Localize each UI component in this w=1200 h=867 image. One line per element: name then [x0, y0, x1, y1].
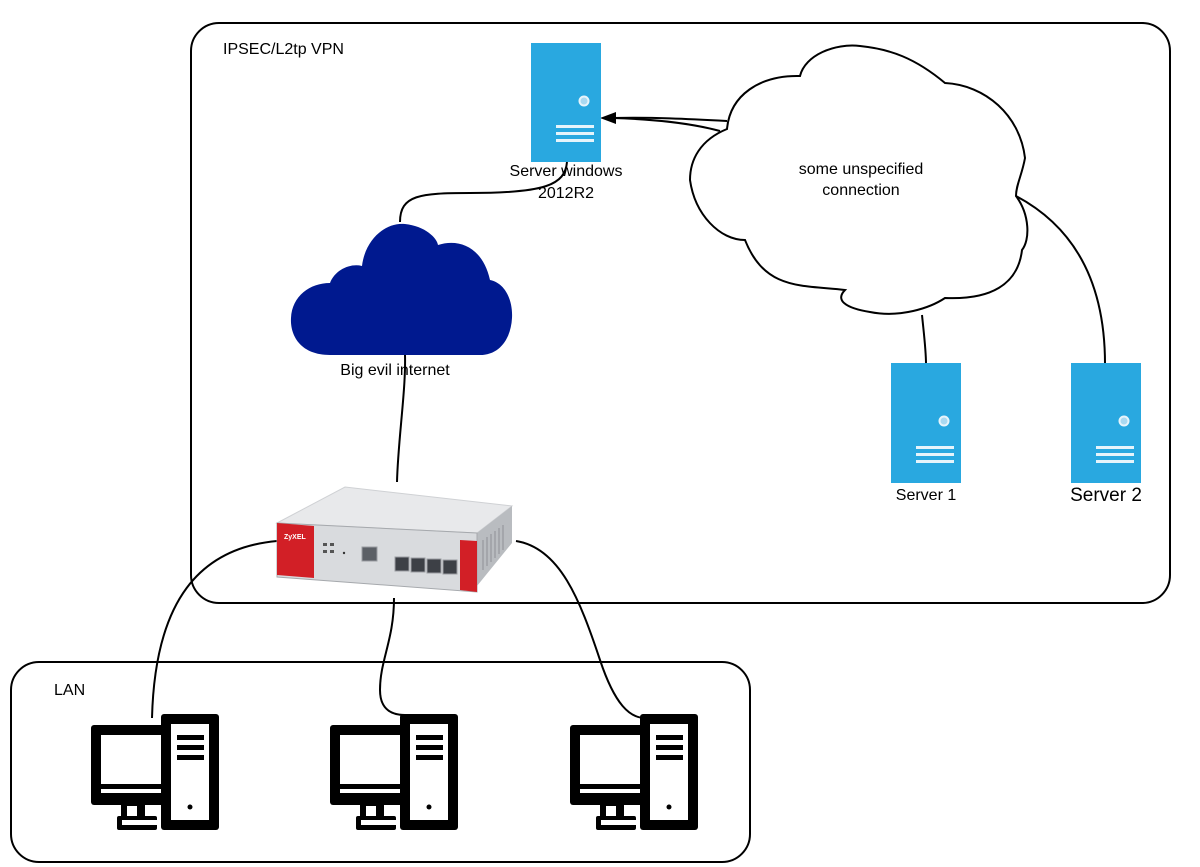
- server1-icon[interactable]: [891, 363, 961, 483]
- server2-label: Server 2: [1070, 485, 1142, 506]
- link-internet-to-router: [396, 354, 407, 483]
- lan-group-label: LAN: [54, 682, 86, 699]
- link-router-to-pc3: [515, 540, 646, 719]
- server-windows-icon[interactable]: [531, 43, 601, 162]
- link-cloud-to-server-windows-b: [611, 117, 721, 132]
- lan-pc-3-desktop-computer-icon[interactable]: [570, 714, 698, 830]
- link-router-to-pc2: [378, 597, 406, 716]
- server-windows-label-line2: 2012R2: [537, 185, 595, 202]
- unspecified-cloud-icon[interactable]: [688, 44, 1029, 315]
- server-windows-label-line1: Server windows: [509, 163, 623, 180]
- unspecified-cloud-label-line2: connection: [822, 182, 900, 199]
- vpn-group-label: IPSEC/L2tp VPN: [223, 41, 344, 58]
- server2-icon[interactable]: [1071, 363, 1141, 483]
- lan-pc-2-desktop-computer-icon[interactable]: [330, 714, 458, 830]
- link-cloud-to-server2: [1015, 195, 1106, 365]
- internet-cloud-icon[interactable]: [290, 223, 513, 355]
- unspecified-cloud-label-line1: some unspecified: [798, 161, 924, 178]
- link-router-to-pc1: [151, 540, 278, 719]
- router-brand-text: ZyXEL: [284, 534, 307, 541]
- lan-pc-1-desktop-computer-icon[interactable]: [91, 714, 219, 830]
- server1-label: Server 1: [895, 487, 957, 504]
- internet-cloud-label: Big evil internet: [340, 362, 450, 379]
- vpn-group-box: [190, 22, 1171, 604]
- router-firewall-icon[interactable]: ZyXEL: [275, 486, 514, 593]
- link-cloud-to-server1: [921, 314, 927, 365]
- lan-group-box: [10, 661, 751, 863]
- arrowhead-icon: [600, 112, 616, 124]
- link-server-windows-to-internet: [399, 161, 568, 223]
